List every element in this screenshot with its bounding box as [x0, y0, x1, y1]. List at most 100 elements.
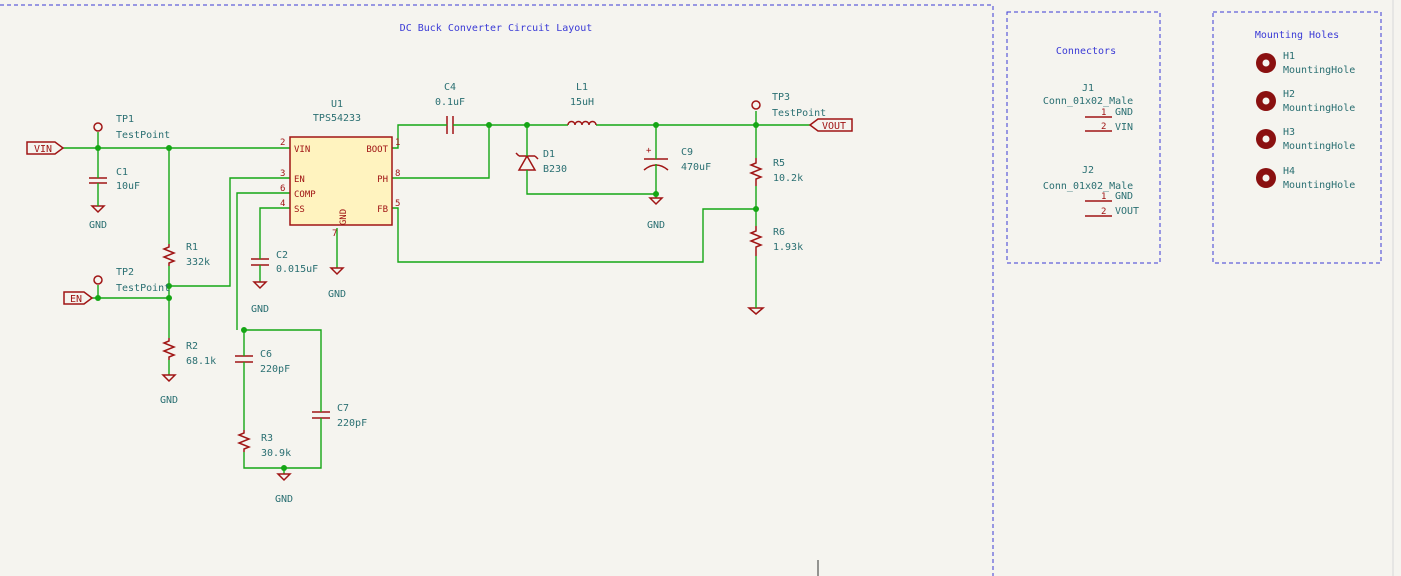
u1-pin-ph: PH	[377, 175, 388, 185]
r2-ref: R2	[186, 341, 198, 352]
label-vout[interactable]: VOUT	[808, 118, 853, 132]
j2-value: Conn_01x02_Male	[1043, 181, 1133, 192]
sheet-title: DC Buck Converter Circuit Layout	[400, 23, 593, 34]
tp3-value: TestPoint	[772, 108, 826, 119]
j2-pin1-num: 1	[1101, 192, 1106, 202]
u1-ref: U1	[331, 99, 343, 110]
c6-value: 220pF	[260, 364, 290, 375]
j1-pin2-num: 2	[1101, 122, 1106, 132]
gnd-r3: GND	[275, 473, 293, 505]
tp3-ref: TP3	[772, 92, 790, 103]
connectors-title: Connectors	[1056, 46, 1116, 57]
u1-pinnum-2: 2	[280, 138, 285, 148]
frame-connectors	[1006, 11, 1161, 264]
mounting-hole-h2[interactable]: H2 MountingHole	[1256, 89, 1355, 114]
resistor-r3[interactable]: R3 30.9k	[236, 430, 291, 459]
u1-pin-comp: COMP	[294, 190, 316, 200]
diode-d1[interactable]: D1 B230	[515, 149, 567, 175]
h4-value: MountingHole	[1283, 180, 1355, 191]
u1-pinnum-8: 8	[395, 169, 400, 179]
r1-value: 332k	[186, 257, 210, 268]
j2-ref: J2	[1082, 165, 1094, 176]
gnd-c2-label: GND	[251, 304, 269, 315]
h1-ref: H1	[1283, 51, 1295, 62]
label-vin-text: VIN	[34, 144, 52, 155]
j1-ref: J1	[1082, 83, 1094, 94]
tp2-ref: TP2	[116, 267, 134, 278]
resistor-r5[interactable]: R5 10.2k	[748, 158, 803, 186]
capacitor-c2[interactable]: C2 0.015uF	[251, 250, 318, 275]
c1-ref: C1	[116, 167, 128, 178]
capacitor-c7[interactable]: C7 220pF	[312, 403, 367, 429]
ic-u1[interactable]: U1 TPS54233 VIN EN COMP SS BOOT PH FB GN…	[280, 99, 400, 239]
testpoint-tp1[interactable]: TP1 TestPoint	[93, 114, 170, 141]
mounting-hole-h1[interactable]: H1 MountingHole	[1256, 51, 1355, 76]
gnd-u1-label: GND	[328, 289, 346, 300]
u1-pin-vin: VIN	[294, 145, 310, 155]
tp1-ref: TP1	[116, 114, 134, 125]
j1-value: Conn_01x02_Male	[1043, 96, 1133, 107]
frame-mounting-holes	[1212, 11, 1382, 264]
d1-value: B230	[543, 164, 567, 175]
c2-value: 0.015uF	[276, 264, 318, 275]
r6-value: 1.93k	[773, 242, 803, 253]
label-vin[interactable]: VIN	[26, 141, 65, 155]
label-en-text: EN	[70, 294, 82, 305]
tp2-value: TestPoint	[116, 283, 170, 294]
c7-ref: C7	[337, 403, 349, 414]
j2-pin2-num: 2	[1101, 207, 1106, 217]
c9-ref: C9	[681, 147, 693, 158]
c9-plus-icon: +	[646, 146, 652, 156]
j1-pin1-name: GND	[1115, 107, 1133, 118]
inductor-l1[interactable]: L1 15uH	[567, 82, 597, 126]
u1-pin-en: EN	[294, 175, 305, 185]
u1-value: TPS54233	[313, 113, 361, 124]
u1-pin-ss: SS	[294, 205, 305, 215]
mounting-holes-title: Mounting Holes	[1255, 30, 1339, 41]
frame-main	[0, 4, 994, 576]
r3-value: 30.9k	[261, 448, 291, 459]
c9-value: 470uF	[681, 162, 711, 173]
resistor-r2[interactable]: R2 68.1k	[161, 338, 216, 367]
r5-ref: R5	[773, 158, 785, 169]
c2-ref: C2	[276, 250, 288, 261]
resistor-r6[interactable]: R6 1.93k	[748, 226, 803, 256]
gnd-c2: GND	[251, 281, 269, 315]
connector-j1[interactable]: J1 Conn_01x02_Male 1 2 GND VIN	[1043, 83, 1133, 133]
h3-ref: H3	[1283, 127, 1295, 138]
u1-pinnum-4: 4	[280, 199, 285, 209]
gnd-r3-label: GND	[275, 494, 293, 505]
r1-ref: R1	[186, 242, 198, 253]
j1-pin2-name: VIN	[1115, 122, 1133, 133]
connector-j2[interactable]: J2 Conn_01x02_Male 1 2 GND VOUT	[1043, 165, 1139, 217]
u1-pinnum-3: 3	[280, 169, 285, 179]
j1-pin1-num: 1	[1101, 108, 1106, 118]
u1-pin-boot: BOOT	[366, 145, 388, 155]
j2-pin1-name: GND	[1115, 191, 1133, 202]
capacitor-c9-polarized[interactable]: + C9 470uF	[643, 146, 711, 174]
capacitor-c4[interactable]: C4 0.1uF	[435, 82, 465, 134]
c6-ref: C6	[260, 349, 272, 360]
c4-ref: C4	[444, 82, 456, 93]
gnd-u1: GND	[328, 267, 346, 300]
testpoint-tp3[interactable]: TP3 TestPoint	[751, 92, 826, 119]
capacitor-c1[interactable]: C1 10uF	[89, 167, 140, 192]
u1-pinnum-7: 7	[332, 229, 337, 239]
testpoint-tp2[interactable]: TP2 TestPoint	[93, 267, 170, 294]
gnd-r2: GND	[160, 374, 178, 406]
r2-value: 68.1k	[186, 356, 216, 367]
gnd-c1-label: GND	[89, 220, 107, 231]
h3-value: MountingHole	[1283, 141, 1355, 152]
r3-ref: R3	[261, 433, 273, 444]
d1-ref: D1	[543, 149, 555, 160]
h2-ref: H2	[1283, 89, 1295, 100]
c4-value: 0.1uF	[435, 97, 465, 108]
mounting-hole-h3[interactable]: H3 MountingHole	[1256, 127, 1355, 152]
gnd-c1: GND	[89, 200, 107, 231]
capacitor-c6[interactable]: C6 220pF	[235, 349, 290, 375]
resistor-r1[interactable]: R1 332k	[161, 242, 210, 268]
label-en[interactable]: EN	[63, 291, 94, 305]
mounting-hole-h4[interactable]: H4 MountingHole	[1256, 166, 1355, 191]
c1-value: 10uF	[116, 181, 140, 192]
